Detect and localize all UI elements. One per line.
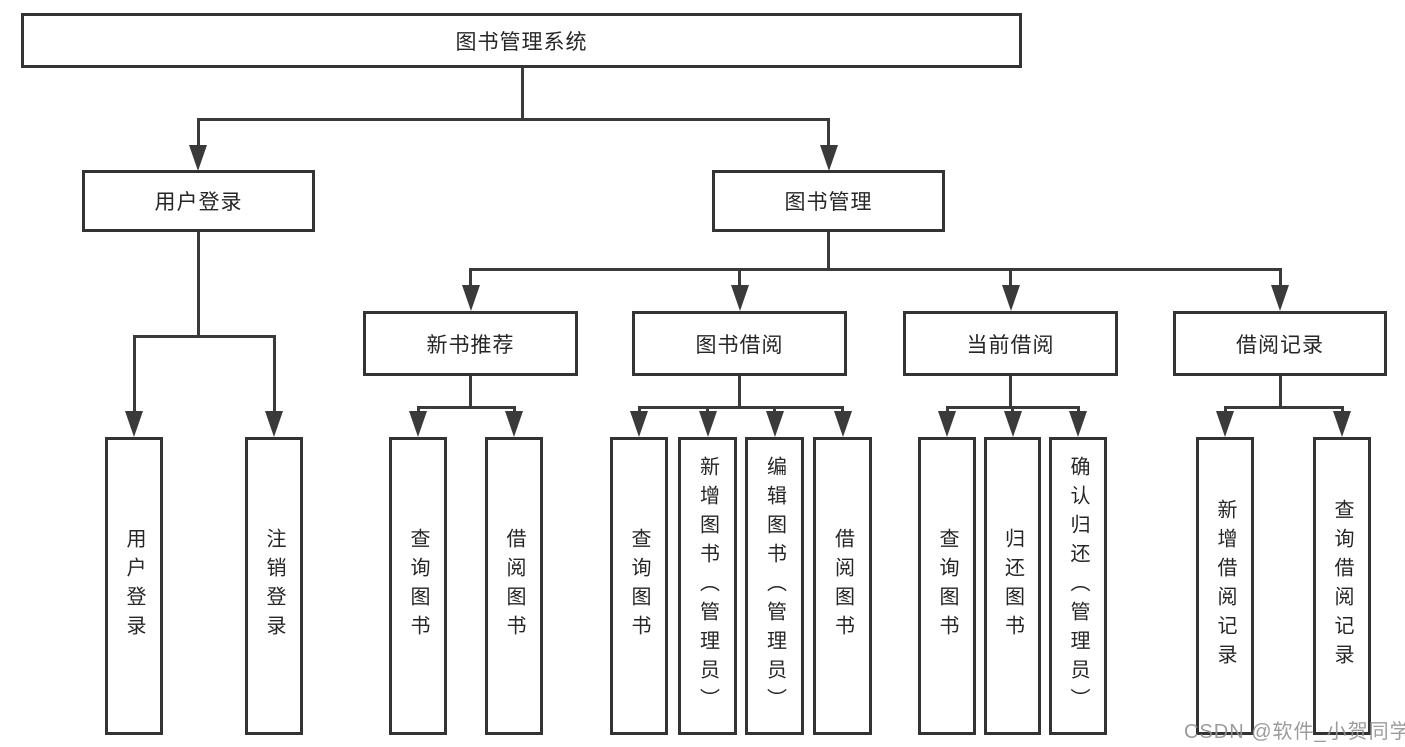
arrowhead-down-icon	[938, 411, 956, 437]
connector-stem	[417, 406, 420, 414]
arrowhead-down-icon	[820, 145, 838, 171]
connector-bookborrow-stem	[738, 376, 741, 406]
arrowhead-down-icon	[265, 411, 283, 437]
connector-stem	[1011, 406, 1014, 414]
connector-newbook-bar	[417, 406, 516, 409]
leaf-record-query: 查询借阅记录	[1313, 437, 1371, 735]
arrowhead-down-icon	[1333, 411, 1351, 437]
arrowhead-down-icon	[1069, 411, 1087, 437]
connector-stem	[1341, 406, 1344, 414]
connector-stem	[1279, 268, 1282, 288]
leaf-record-add: 新增借阅记录	[1196, 437, 1254, 735]
arrowhead-down-icon	[699, 411, 717, 437]
node-root-label: 图书管理系统	[455, 30, 588, 54]
connector-stem	[827, 118, 830, 148]
connector-stem	[946, 406, 949, 414]
arrowhead-down-icon	[1216, 411, 1234, 437]
connector-stem	[1009, 268, 1012, 288]
node-borrow-record: 借阅记录	[1173, 311, 1387, 376]
leaf-bookborrow-add: 新增图书（管理员）	[678, 437, 737, 735]
leaf-logout: 注销登录	[245, 437, 303, 735]
connector-stem	[706, 406, 709, 414]
connector-stem	[738, 268, 741, 288]
leaf-bookborrow-borrow: 借阅图书	[813, 437, 872, 735]
arrowhead-down-icon	[731, 285, 749, 311]
leaf-bookborrow-query-label: 查询图书	[628, 528, 650, 644]
leaf-current-query: 查询图书	[918, 437, 976, 735]
connector-newbook-stem	[469, 376, 472, 406]
connector-bookborrow-bar	[638, 406, 844, 409]
connector-borrowrecord-stem	[1279, 376, 1282, 406]
node-user-login: 用户登录	[82, 170, 315, 232]
leaf-current-confirm: 确认归还（管理员）	[1049, 437, 1107, 735]
leaf-newbook-query: 查询图书	[389, 437, 447, 735]
arrowhead-down-icon	[505, 411, 523, 437]
connector-stem	[273, 335, 276, 414]
arrowhead-down-icon	[125, 411, 143, 437]
leaf-bookborrow-query: 查询图书	[610, 437, 668, 735]
connector-stem	[469, 268, 472, 288]
leaf-user-login-label: 用户登录	[123, 528, 145, 644]
connector-stem	[638, 406, 641, 414]
arrowhead-down-icon	[834, 411, 852, 437]
leaf-bookborrow-borrow-label: 借阅图书	[831, 528, 854, 644]
node-current-borrow: 当前借阅	[903, 311, 1118, 376]
node-book-borrow-label: 图书借阅	[695, 333, 784, 357]
node-new-book-recommend-label: 新书推荐	[426, 333, 515, 357]
node-root: 图书管理系统	[21, 13, 1022, 68]
arrowhead-down-icon	[1004, 411, 1022, 437]
arrowhead-down-icon	[766, 411, 784, 437]
leaf-current-return: 归还图书	[984, 437, 1041, 735]
connector-bookmgmt-stem	[827, 232, 830, 268]
connector-stem	[1077, 406, 1080, 414]
connector-stem	[1224, 406, 1227, 414]
connector-userlogin-bar	[133, 335, 276, 338]
connector-level3-bar	[469, 268, 1282, 271]
node-new-book-recommend: 新书推荐	[363, 311, 578, 376]
arrowhead-down-icon	[462, 285, 480, 311]
node-user-login-label: 用户登录	[154, 191, 243, 214]
connector-currentborrow-stem	[1009, 376, 1012, 406]
arrowhead-down-icon	[630, 411, 648, 437]
leaf-record-add-label: 新增借阅记录	[1214, 499, 1236, 673]
connector-stem	[841, 406, 844, 414]
node-book-management: 图书管理	[712, 170, 945, 232]
leaf-newbook-borrow: 借阅图书	[485, 437, 543, 735]
connector-borrowrecord-bar	[1224, 406, 1344, 409]
connector-root-stem	[521, 68, 524, 118]
csdn-watermark: CSDN @软件_小贺同学	[1184, 721, 1405, 743]
leaf-bookborrow-edit: 编辑图书（管理员）	[745, 437, 804, 735]
connector-stem	[513, 406, 516, 414]
leaf-current-return-label: 归还图书	[1001, 528, 1024, 644]
leaf-newbook-query-label: 查询图书	[407, 528, 429, 644]
arrowhead-down-icon	[409, 411, 427, 437]
node-book-borrow: 图书借阅	[632, 311, 847, 376]
connector-stem	[133, 335, 136, 414]
node-book-management-label: 图书管理	[784, 191, 873, 214]
leaf-current-confirm-label: 确认归还（管理员）	[1067, 455, 1089, 717]
leaf-current-query-label: 查询图书	[936, 528, 958, 644]
connector-level2-bar	[197, 118, 830, 121]
arrowhead-down-icon	[1271, 285, 1289, 311]
connector-stem	[197, 118, 200, 148]
arrowhead-down-icon	[189, 145, 207, 171]
leaf-user-login: 用户登录	[105, 437, 163, 735]
leaf-bookborrow-edit-label: 编辑图书（管理员）	[763, 455, 786, 717]
leaf-logout-label: 注销登录	[263, 528, 285, 644]
arrowhead-down-icon	[1002, 285, 1020, 311]
leaf-bookborrow-add-label: 新增图书（管理员）	[696, 455, 719, 717]
node-borrow-record-label: 借阅记录	[1236, 333, 1324, 357]
leaf-record-query-label: 查询借阅记录	[1331, 499, 1353, 673]
node-current-borrow-label: 当前借阅	[966, 333, 1055, 357]
connector-stem	[773, 406, 776, 414]
connector-userlogin-stem	[197, 232, 200, 335]
leaf-newbook-borrow-label: 借阅图书	[503, 528, 525, 644]
